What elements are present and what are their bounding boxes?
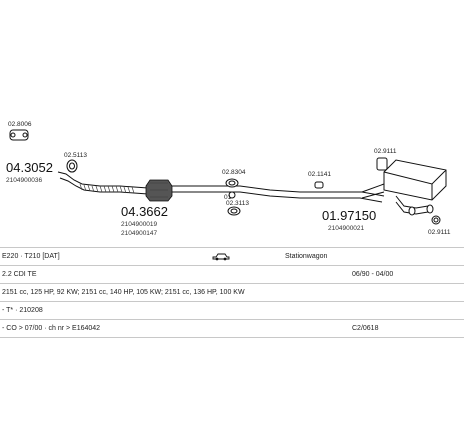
clamp-label-8: 02.9111 <box>428 229 451 236</box>
clamp-drawing-4 <box>228 191 236 199</box>
clamp-drawing-7 <box>376 157 388 171</box>
part-sub-2b: 2104900147 <box>121 230 158 237</box>
years-label: 06/90 - 04/00 <box>352 271 394 278</box>
catalyst-drawing <box>145 179 385 203</box>
type-label: - T* · 210208 <box>2 307 43 314</box>
info-row-type: - T* · 210208 <box>0 302 464 320</box>
info-row-engine: 2.2 CDI TE 06/90 - 04/00 <box>0 266 464 284</box>
part-sub-3: 2104900021 <box>328 225 365 232</box>
model-label: E220 · T210 [DAT] <box>2 253 60 260</box>
exhaust-diagram: 04.3052 2104900036 04.3662 2104900019 21… <box>6 121 451 237</box>
clamp-label-6: 02.1141 <box>308 171 331 178</box>
clamp-label-4: 01 <box>224 194 232 201</box>
info-row-model: E220 · T210 [DAT] Stationwagon <box>0 247 464 266</box>
info-row-chassis: - CO > 07/00 · ch nr > E164042 C2/0618 <box>0 320 464 338</box>
clamp-drawing-6 <box>314 181 324 189</box>
part-number-3: 01.97150 <box>322 208 376 223</box>
engine-label: 2.2 CDI TE <box>2 271 37 278</box>
part-number-1: 04.3052 <box>6 160 53 175</box>
specs-label: 2151 cc, 125 HP, 92 KW; 2151 cc, 140 HP,… <box>2 289 245 296</box>
clamp-label-5: 02.3113 <box>226 200 249 207</box>
clamp-label-7: 02.9111 <box>374 148 397 155</box>
body-type-label: Stationwagon <box>285 253 328 260</box>
car-icon <box>212 251 230 265</box>
code-label: C2/0618 <box>352 325 379 332</box>
clamp-label-2: 02.5113 <box>64 152 87 159</box>
vehicle-info-table: E220 · T210 [DAT] Stationwagon 2.2 CDI T… <box>0 247 464 338</box>
part-sub-1: 2104900036 <box>6 177 43 184</box>
clamp-drawing-3 <box>225 178 239 188</box>
clamp-drawing-8 <box>431 215 441 225</box>
clamp-drawing-1 <box>9 129 29 141</box>
part-number-2: 04.3662 <box>121 204 168 219</box>
rear-silencer-drawing <box>361 159 447 216</box>
info-row-specs: 2151 cc, 125 HP, 92 KW; 2151 cc, 140 HP,… <box>0 284 464 302</box>
chassis-label: - CO > 07/00 · ch nr > E164042 <box>2 325 101 332</box>
front-pipe-drawing <box>57 171 149 195</box>
clamp-drawing-5 <box>227 206 241 216</box>
clamp-label-3: 02.8304 <box>222 169 246 176</box>
part-sub-2a: 2104900019 <box>121 221 158 228</box>
clamp-drawing-2 <box>66 159 78 173</box>
clamp-label-1: 02.8006 <box>8 121 32 128</box>
